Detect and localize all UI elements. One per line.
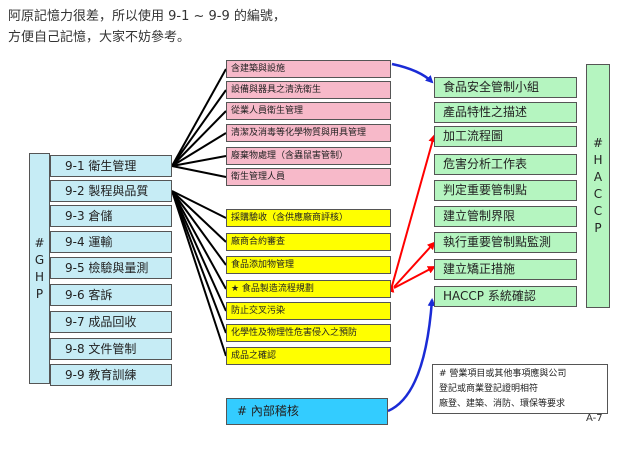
blue-curves <box>387 62 436 413</box>
hygiene-item: 衛生管理人員 <box>226 168 391 186</box>
red-arrows <box>386 134 437 293</box>
ghp-item-9-2[interactable]: 9-2 製程與品質 <box>50 180 172 202</box>
ghp-label-char: # <box>34 235 45 250</box>
process-item: 食品添加物管理 <box>226 256 391 274</box>
haccp-step: 產品特性之描述 <box>434 102 577 123</box>
hygiene-item: 含建築與設施 <box>226 60 391 78</box>
process-item: 廠商合約審查 <box>226 233 391 251</box>
hygiene-fan-lines <box>171 68 227 178</box>
haccp-step: 執行重要管制點監測 <box>434 232 577 253</box>
haccp-label-char: A <box>593 170 603 184</box>
process-item: 化學性及物理性危害侵入之預防 <box>226 324 391 342</box>
hygiene-item: 清潔及消毒等化學物質與用具管理 <box>226 124 391 142</box>
haccp-step: 建立管制界限 <box>434 206 577 227</box>
ghp-item-9-6[interactable]: 9-6 客訴 <box>50 284 172 306</box>
ghp-item-9-1[interactable]: 9-1 衛生管理 <box>50 155 172 177</box>
ghp-item-9-9[interactable]: 9-9 教育訓練 <box>50 364 172 386</box>
haccp-label-char: C <box>593 187 603 201</box>
ghp-label-char: H <box>34 269 45 284</box>
haccp-step: 加工流程圖 <box>434 126 577 147</box>
haccp-label-char: C <box>593 204 603 218</box>
process-item-manufacturing-plan: ★ 食品製造流程規劃 <box>226 280 391 298</box>
intro-line-2: 方便自己記憶，大家不妨參考。 <box>8 30 191 45</box>
haccp-label-char: H <box>593 153 603 167</box>
haccp-step: 建立矯正措施 <box>434 259 577 280</box>
note-line: 登記或商業登記證明相符 <box>439 384 539 394</box>
ghp-item-9-7[interactable]: 9-7 成品回收 <box>50 311 172 333</box>
ghp-item-9-4[interactable]: 9-4 運輸 <box>50 231 172 253</box>
ghp-item-9-5[interactable]: 9-5 檢驗與量測 <box>50 257 172 279</box>
haccp-step: 食品安全管制小組 <box>434 77 577 98</box>
intro-text: 阿原記憶力很差，所以使用 9-1 ~ 9-9 的編號， 方便自己記憶，大家不妨參… <box>8 6 428 48</box>
haccp-label-bar: # H A C C P <box>586 64 610 308</box>
process-item: 成品之確認 <box>226 347 391 365</box>
note-line: 廠登、建築、消防、環保等要求 <box>439 399 566 409</box>
haccp-step: 判定重要管制點 <box>434 180 577 201</box>
hygiene-item: 廢棄物處理（含蟲鼠害管制） <box>226 147 391 165</box>
haccp-label-char: # <box>592 136 604 150</box>
hygiene-item: 從業人員衛生管理 <box>226 102 391 120</box>
page-number: A-7 <box>586 413 603 424</box>
hygiene-item: 設備與器具之清洗衛生 <box>226 81 391 99</box>
internal-audit-box: # 內部稽核 <box>226 398 388 425</box>
process-item: 防止交叉污染 <box>226 302 391 320</box>
process-fan-lines <box>171 190 227 357</box>
ghp-label-char: G <box>34 252 45 267</box>
haccp-label-char: P <box>594 221 602 235</box>
haccp-step: HACCP 系統確認 <box>434 286 577 307</box>
note-line: # 營業項目或其他事項應與公司 <box>439 369 567 379</box>
registration-note: # 營業項目或其他事項應與公司 登記或商業登記證明相符 廠登、建築、消防、環保等… <box>432 364 608 414</box>
ghp-label-char: P <box>35 286 44 301</box>
ghp-item-9-8[interactable]: 9-8 文件管制 <box>50 338 172 360</box>
ghp-label-bar: # G H P <box>29 153 50 384</box>
intro-line-1: 阿原記憶力很差，所以使用 9-1 ~ 9-9 的編號， <box>8 9 286 24</box>
process-item: 採購驗收（含供應廠商評核） <box>226 209 391 227</box>
ghp-item-9-3[interactable]: 9-3 倉儲 <box>50 205 172 227</box>
haccp-step: 危害分析工作表 <box>434 154 577 175</box>
